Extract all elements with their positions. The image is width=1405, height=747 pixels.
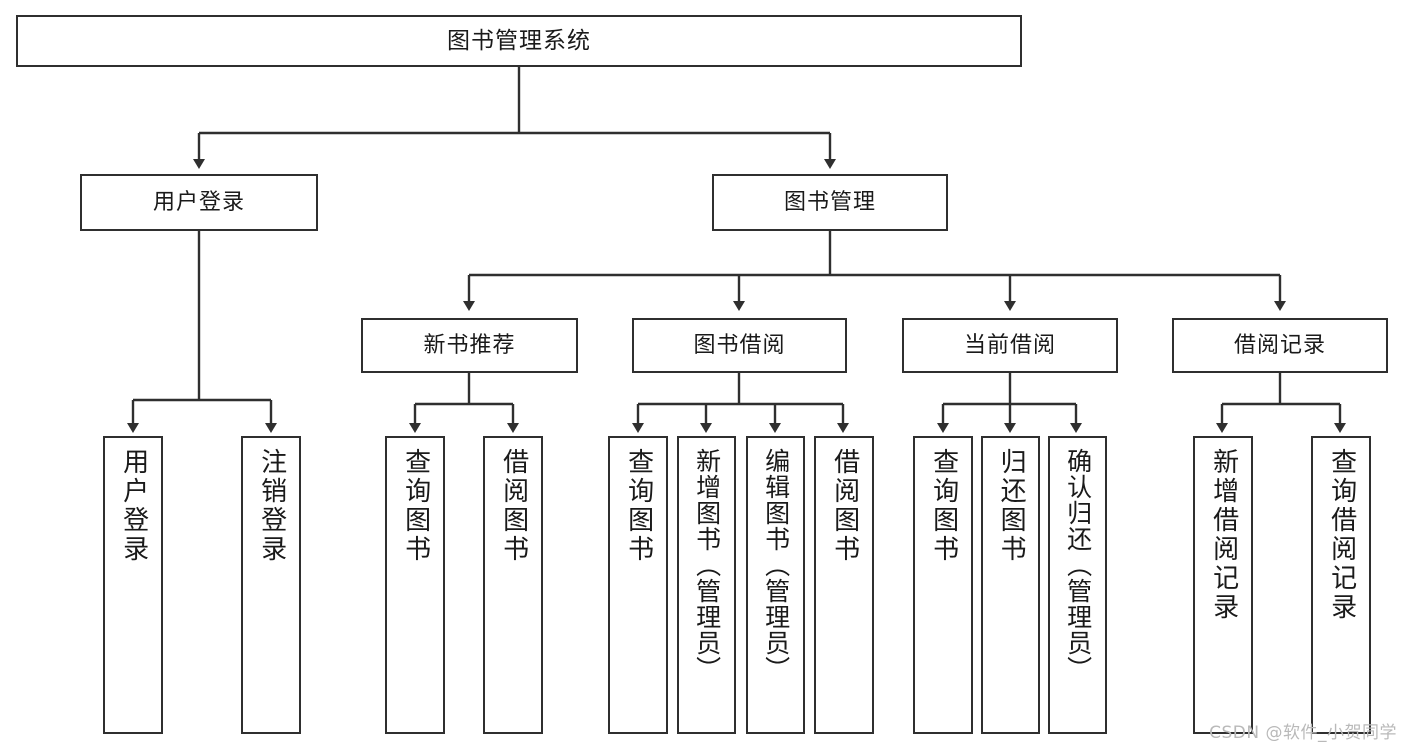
node-label: 用户登录 [152, 189, 245, 215]
node-label: 图书管理 [783, 189, 876, 215]
node-new-book-recommend[interactable]: 新书推荐 [361, 318, 578, 373]
node-label: 注销登录 [256, 448, 287, 564]
node-label: 查询借阅记录 [1326, 448, 1357, 622]
watermark: CSDN @软件_小贺同学 [1209, 723, 1397, 743]
node-current-borrow[interactable]: 当前借阅 [902, 318, 1118, 373]
node-user-login[interactable]: 用户登录 [80, 174, 318, 231]
node-root[interactable]: 图书管理系统 [16, 15, 1022, 67]
leaf-borrow-book[interactable]: 借阅图书 [814, 436, 874, 734]
node-label: 新增图书（管理员） [692, 448, 722, 682]
node-borrow-record[interactable]: 借阅记录 [1172, 318, 1388, 373]
leaf-return-book[interactable]: 归还图书 [981, 436, 1040, 734]
node-label: 新书推荐 [423, 332, 516, 358]
node-label: 借阅图书 [829, 448, 860, 564]
node-label: 查询图书 [928, 448, 959, 564]
leaf-query-book-current[interactable]: 查询图书 [913, 436, 973, 734]
node-label: 查询图书 [623, 448, 654, 564]
leaf-add-book-admin[interactable]: 新增图书（管理员） [677, 436, 736, 734]
node-label: 查询图书 [400, 448, 431, 564]
node-label: 归还图书 [996, 448, 1027, 564]
node-label: 图书借阅 [693, 332, 786, 358]
leaf-borrow-book-recommend[interactable]: 借阅图书 [483, 436, 543, 734]
leaf-add-borrow-record[interactable]: 新增借阅记录 [1193, 436, 1253, 734]
leaf-logout[interactable]: 注销登录 [241, 436, 301, 734]
node-label: 新增借阅记录 [1208, 448, 1239, 622]
node-label: 用户登录 [118, 448, 149, 564]
node-book-management[interactable]: 图书管理 [712, 174, 948, 231]
node-label: 借阅图书 [498, 448, 529, 564]
leaf-query-book-borrow[interactable]: 查询图书 [608, 436, 668, 734]
node-label: 编辑图书（管理员） [761, 448, 791, 682]
leaf-query-book-recommend[interactable]: 查询图书 [385, 436, 445, 734]
node-label: 借阅记录 [1233, 332, 1326, 358]
leaf-confirm-return-admin[interactable]: 确认归还（管理员） [1048, 436, 1107, 734]
node-label: 确认归还（管理员） [1063, 448, 1093, 682]
leaf-query-borrow-record[interactable]: 查询借阅记录 [1311, 436, 1371, 734]
node-label: 图书管理系统 [447, 27, 591, 54]
leaf-user-login[interactable]: 用户登录 [103, 436, 163, 734]
node-book-borrow[interactable]: 图书借阅 [632, 318, 847, 373]
node-label: 当前借阅 [963, 332, 1056, 358]
leaf-edit-book-admin[interactable]: 编辑图书（管理员） [746, 436, 805, 734]
